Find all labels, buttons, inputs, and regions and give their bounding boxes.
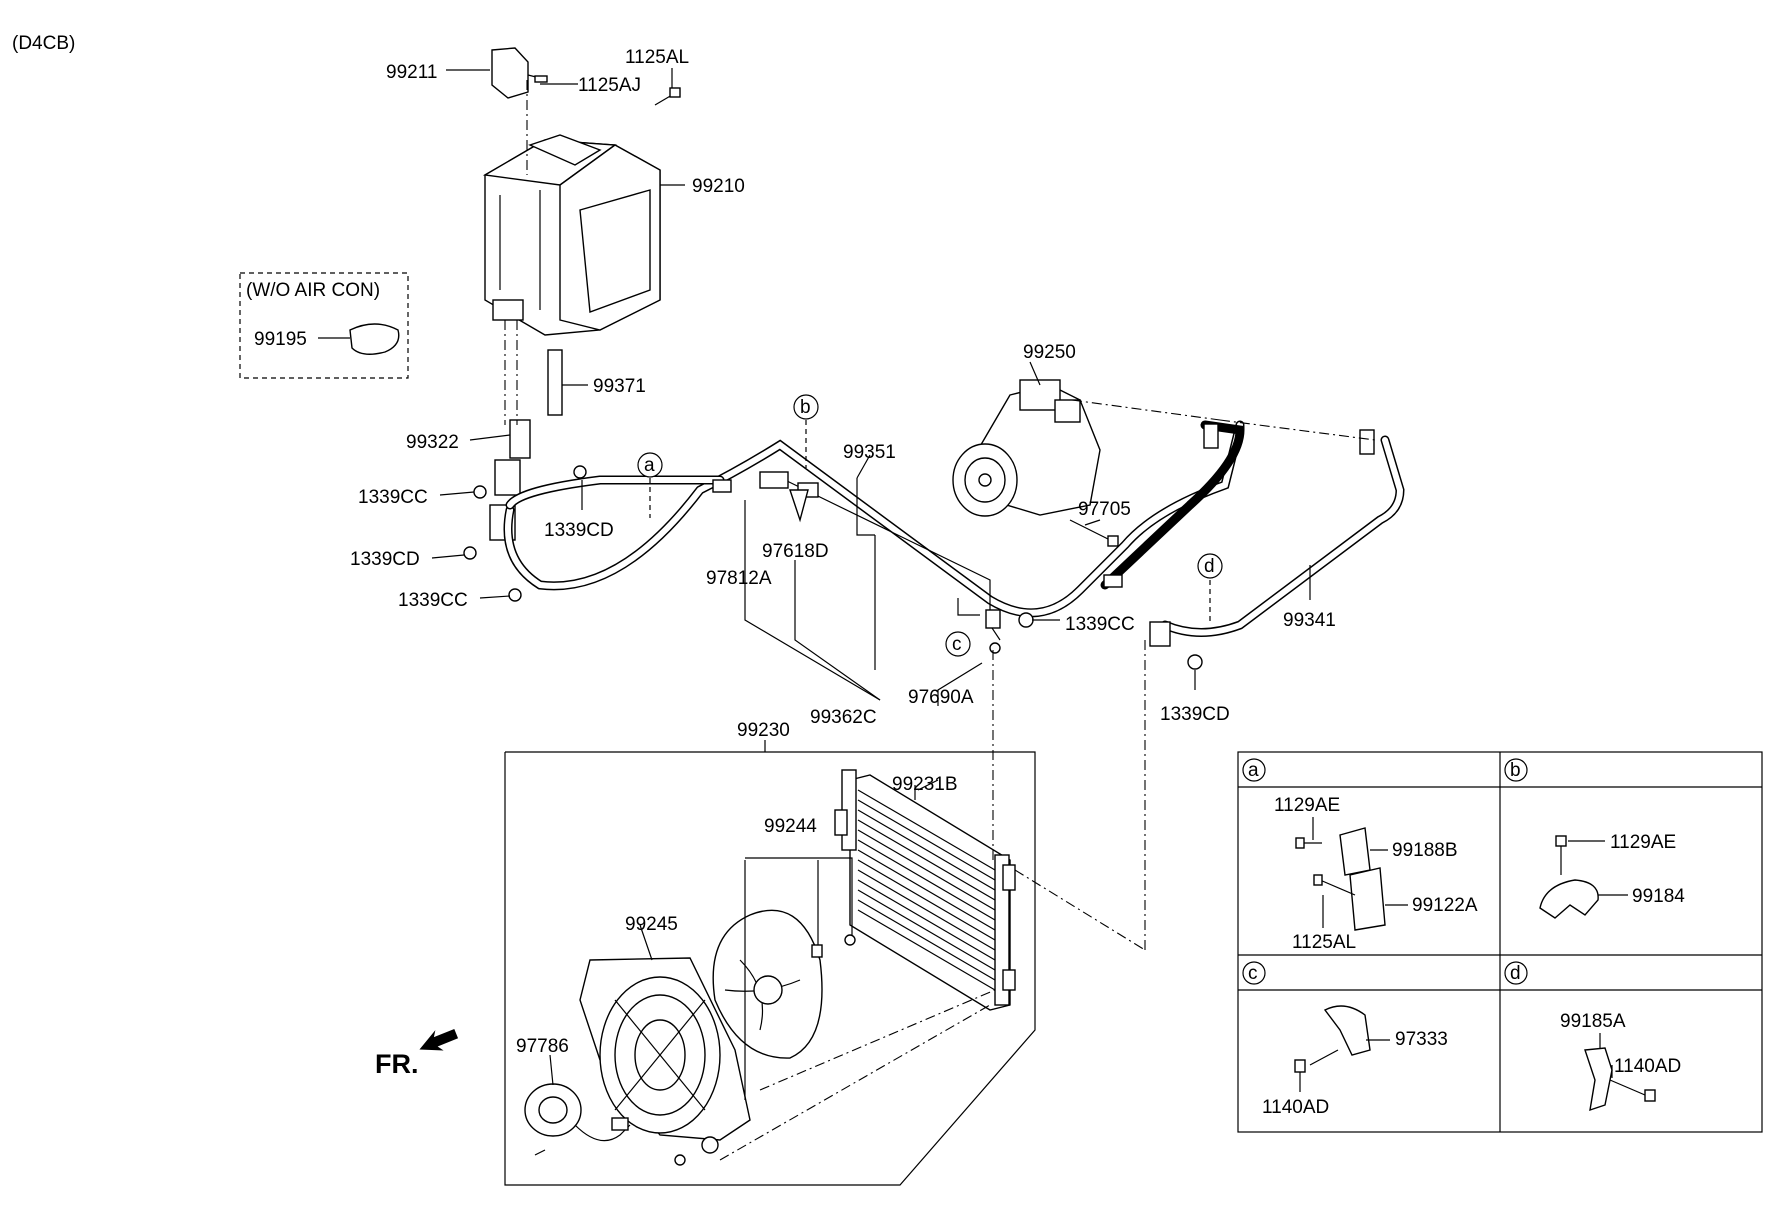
label-99211: 99211 bbox=[386, 62, 437, 83]
compressor-99250 bbox=[952, 379, 1101, 517]
detail-cell-a: a 1129AE 99188B 99122A 1125AL bbox=[1242, 758, 1478, 953]
label-1125aj: 1125AJ bbox=[578, 75, 641, 96]
label-1125al-top: 1125AL bbox=[625, 47, 689, 68]
label-1339cc-2: 1339CC bbox=[398, 590, 468, 611]
callout-b: b bbox=[793, 394, 819, 420]
detail-a-part-2: 99188B bbox=[1392, 840, 1458, 861]
label-99231b: 99231B bbox=[892, 774, 958, 795]
fan-99244 bbox=[712, 909, 856, 1059]
label-99322: 99322 bbox=[406, 432, 459, 453]
svg-text:b: b bbox=[800, 397, 811, 418]
detail-cell-c: c 97333 1140AD bbox=[1242, 961, 1448, 1118]
label-1339cd-1: 1339CD bbox=[544, 520, 614, 541]
bracket-99211 bbox=[491, 47, 548, 99]
label-97786: 97786 bbox=[516, 1036, 569, 1057]
label-1339cc-3: 1339CC bbox=[1065, 614, 1135, 635]
shroud-99245 bbox=[579, 957, 751, 1141]
front-arrow-icon bbox=[419, 1028, 459, 1051]
label-99250: 99250 bbox=[1023, 342, 1076, 363]
svg-text:a: a bbox=[644, 455, 655, 476]
label-99341: 99341 bbox=[1283, 610, 1336, 631]
label-99351: 99351 bbox=[843, 442, 896, 463]
detail-d-id: d bbox=[1510, 963, 1521, 984]
detail-a-id: a bbox=[1248, 760, 1259, 781]
label-97618d: 97618D bbox=[762, 541, 829, 562]
label-99245: 99245 bbox=[625, 914, 678, 935]
label-97690a: 97690A bbox=[908, 687, 974, 708]
detail-b-part-2: 99184 bbox=[1632, 886, 1685, 907]
detail-c-part-2: 1140AD bbox=[1262, 1097, 1329, 1118]
detail-table: a 1129AE 99188B 99122A 1125AL b 1129AE 9… bbox=[1237, 751, 1763, 1133]
label-99230: 99230 bbox=[737, 720, 790, 741]
leader-group-97812a bbox=[744, 500, 881, 701]
bolt-1125al-top bbox=[654, 87, 681, 106]
detail-b-part-1: 1129AE bbox=[1610, 832, 1676, 853]
wo-air-con-title: (W/O AIR CON) bbox=[246, 280, 380, 301]
grommet-99195 bbox=[349, 323, 400, 355]
callout-a: a bbox=[637, 452, 663, 478]
label-99371: 99371 bbox=[593, 376, 646, 397]
detail-d-part-2: 1140AD bbox=[1614, 1056, 1681, 1077]
detail-cell-d: d 99185A 1140AD bbox=[1504, 961, 1681, 1112]
label-1339cc-1: 1339CC bbox=[358, 487, 428, 508]
front-indicator-label: FR. bbox=[375, 1049, 419, 1079]
label-99362c: 99362C bbox=[810, 707, 877, 728]
detail-b-id: b bbox=[1510, 760, 1521, 781]
svg-text:d: d bbox=[1204, 556, 1215, 577]
wo-air-con-box bbox=[239, 272, 409, 379]
label-97705: 97705 bbox=[1078, 499, 1131, 520]
condenser-99231b bbox=[834, 769, 1016, 1011]
evaporator-unit bbox=[482, 134, 661, 416]
detail-a-part-3: 99122A bbox=[1412, 895, 1478, 916]
label-99244: 99244 bbox=[764, 816, 817, 837]
label-99210: 99210 bbox=[692, 176, 745, 197]
label-1339cd-3: 1339CD bbox=[1160, 704, 1230, 725]
part-99195-label: 99195 bbox=[254, 329, 307, 350]
model-code: (D4CB) bbox=[12, 33, 75, 54]
detail-cell-b: b 1129AE 99184 bbox=[1504, 758, 1685, 919]
svg-text:c: c bbox=[952, 634, 962, 655]
detail-a-part-1: 1129AE bbox=[1274, 795, 1340, 816]
pipe-fittings bbox=[712, 423, 1375, 670]
detail-c-id: c bbox=[1248, 963, 1258, 984]
detail-a-part-4: 1125AL bbox=[1292, 932, 1356, 953]
label-97812a: 97812A bbox=[706, 568, 772, 589]
condenser-assembly-box bbox=[504, 751, 1036, 1186]
detail-d-part-1: 99185A bbox=[1560, 1011, 1626, 1032]
callout-d: d bbox=[1197, 553, 1223, 579]
motor-97786 bbox=[524, 1083, 719, 1166]
detail-c-part-1: 97333 bbox=[1395, 1029, 1448, 1050]
callout-c: c bbox=[945, 631, 971, 657]
label-1339cd-2: 1339CD bbox=[350, 549, 420, 570]
